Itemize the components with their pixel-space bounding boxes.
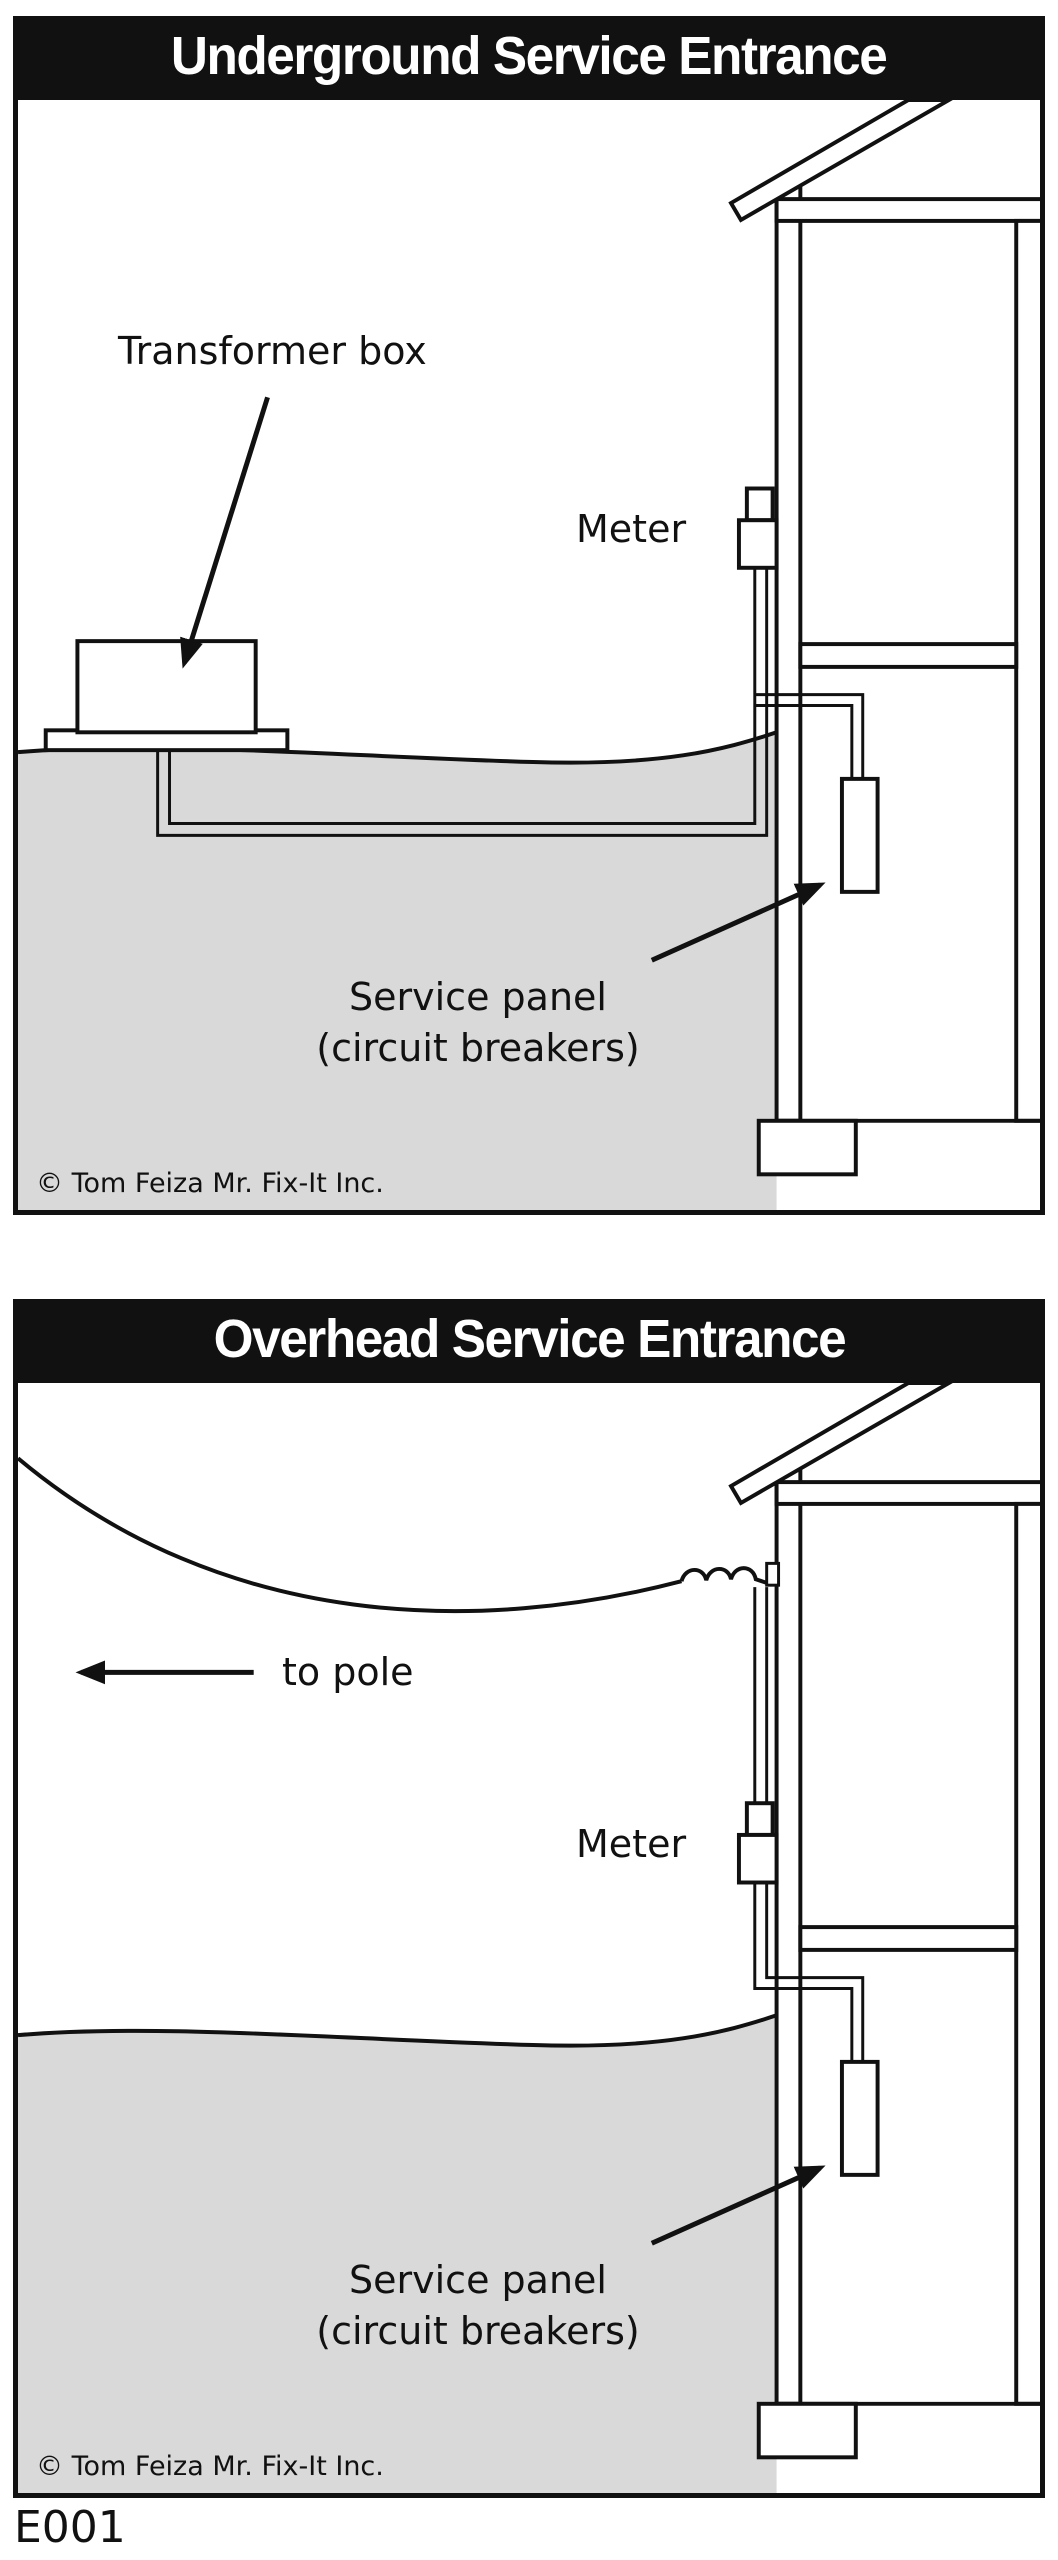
house-structure xyxy=(728,1383,1040,2460)
annotation-arrows xyxy=(180,396,826,963)
overhead-diagram: to pole Meter Service panel (circuit bre… xyxy=(13,1378,1045,2498)
figure-code: E001 xyxy=(14,2502,126,2553)
underground-title: Underground Service Entrance xyxy=(171,25,888,86)
overhead-diagram-art xyxy=(18,1383,1040,2493)
exterior-wall xyxy=(774,183,803,1123)
service-panel-label: Service panel (circuit breakers) xyxy=(316,2258,640,2354)
panel-underground: Underground Service Entrance xyxy=(13,16,1045,1215)
service-panel-arrow xyxy=(650,2165,826,2246)
transformer-label: Transformer box xyxy=(118,329,427,373)
meter-shape xyxy=(736,486,779,570)
panel-overhead: Overhead Service Entrance xyxy=(13,1299,1045,2498)
overhead-title: Overhead Service Entrance xyxy=(213,1308,846,1369)
transformer-cabinet xyxy=(75,639,258,735)
underground-diagram-art xyxy=(18,100,1040,1210)
right-wall xyxy=(1014,1501,1040,2406)
ceiling-band xyxy=(774,1480,1040,1506)
roof-band xyxy=(728,100,953,223)
footing xyxy=(756,2401,858,2460)
annotation-arrows xyxy=(75,1660,826,2246)
service-conduit xyxy=(753,1561,865,2062)
service-panel-arrow xyxy=(650,882,826,963)
service-panel-shape xyxy=(839,776,880,894)
service-drop-wire xyxy=(18,1456,683,1614)
copyright-text: © Tom Feiza Mr. Fix-It Inc. xyxy=(36,2451,384,2482)
transformer-box-shape xyxy=(43,639,290,753)
footing xyxy=(756,1118,858,1177)
service-panel-shape xyxy=(839,2059,880,2177)
ground xyxy=(18,2013,778,2493)
house-structure xyxy=(728,100,1040,1177)
underground-service-cable xyxy=(156,567,865,837)
overhead-wire xyxy=(18,1456,772,1614)
meter-label: Meter xyxy=(576,507,687,551)
right-wall xyxy=(1014,218,1040,1123)
first-floor-band xyxy=(798,1925,1019,1952)
transformer-arrow xyxy=(180,396,270,669)
exterior-wall xyxy=(774,1466,803,2406)
meter-label: Meter xyxy=(576,1822,687,1866)
to-pole-label: to pole xyxy=(282,1650,414,1694)
copyright-text: © Tom Feiza Mr. Fix-It Inc. xyxy=(36,1168,384,1199)
wire-attachment xyxy=(765,1561,781,1587)
ceiling-band xyxy=(774,197,1040,223)
overhead-title-bar: Overhead Service Entrance xyxy=(13,1299,1045,1378)
first-floor-band xyxy=(798,642,1019,669)
underground-diagram: Transformer box Meter Service panel (cir… xyxy=(13,95,1045,1215)
drip-loop xyxy=(679,1566,772,1587)
roof-band xyxy=(728,1383,953,1506)
underground-title-bar: Underground Service Entrance xyxy=(13,16,1045,95)
service-panel-label: Service panel (circuit breakers) xyxy=(316,975,640,1071)
meter-shape xyxy=(736,1801,779,1885)
